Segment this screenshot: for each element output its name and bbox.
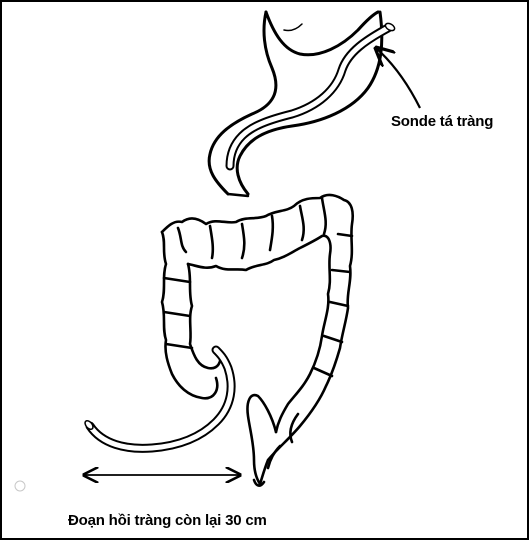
edge-marker — [15, 481, 25, 491]
sonde-pointer-arrow — [376, 48, 420, 108]
remaining-ileum-label: Đoạn hồi tràng còn lại 30 cm — [68, 512, 267, 529]
ileum-tube — [83, 350, 231, 448]
sonde-label: Sonde tá tràng — [391, 113, 493, 130]
duodenal-sonde — [230, 22, 396, 166]
stomach — [209, 12, 382, 196]
